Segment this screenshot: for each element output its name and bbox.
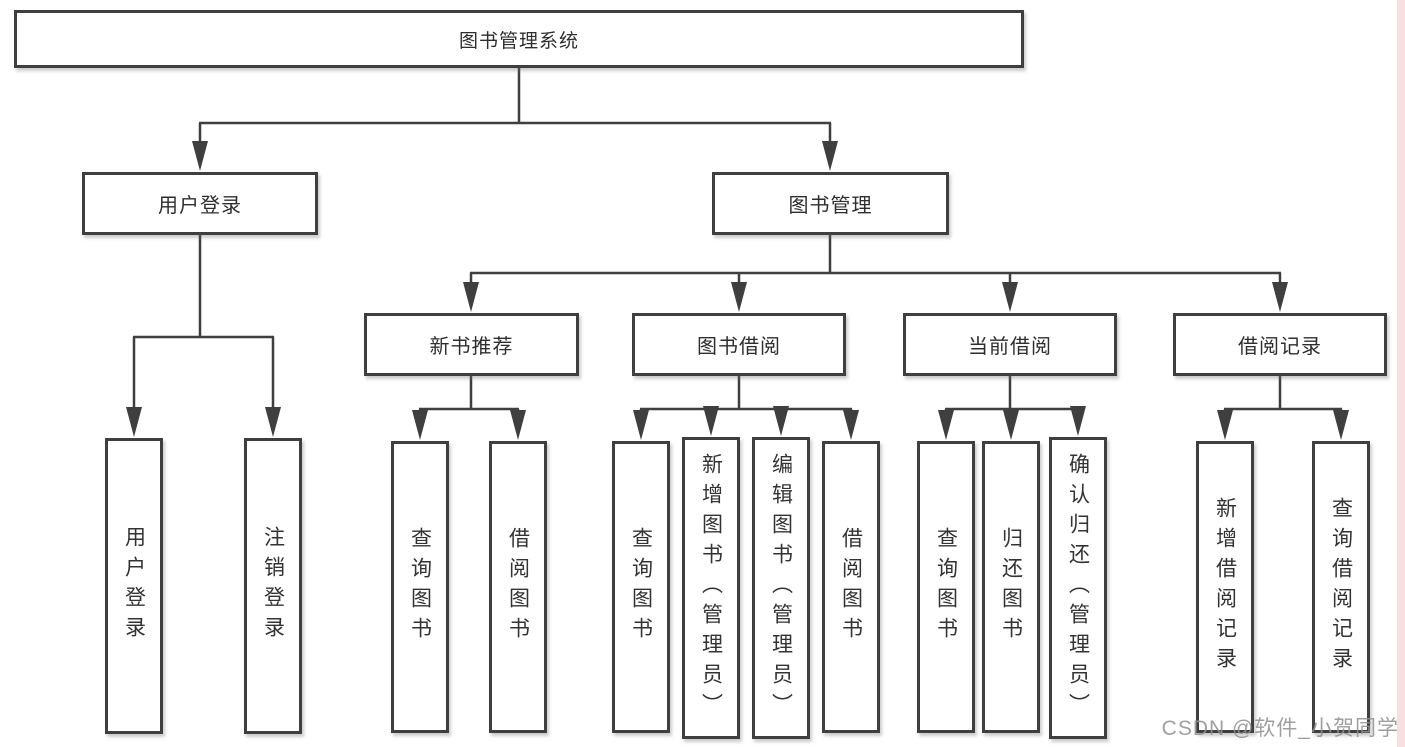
bookborrow-to-leaves-lines bbox=[639, 376, 853, 420]
node-new-book-recommend: 新书推荐 bbox=[364, 313, 579, 376]
node-book-borrow-label: 图书借阅 bbox=[697, 336, 781, 358]
leaf-logout: 注销登录 bbox=[244, 438, 302, 734]
leaf-cb-return-books: 归还图书 bbox=[982, 441, 1040, 733]
leaf-nbr-borrow-books-label: 借阅图书 bbox=[506, 527, 530, 647]
leaf-bb-edit-books-admin: 编辑图书（管理员） bbox=[752, 437, 810, 739]
arrow-new-book-recommend bbox=[463, 282, 479, 312]
arrow-nbr-query bbox=[412, 410, 428, 440]
leaf-br-add-borrow-record-label: 新增借阅记录 bbox=[1213, 497, 1237, 677]
arrow-leaf-user-login bbox=[126, 407, 142, 437]
leaf-nbr-borrow-books: 借阅图书 bbox=[489, 441, 547, 733]
node-new-book-recommend-label: 新书推荐 bbox=[429, 336, 514, 358]
arrow-bb-add bbox=[703, 406, 719, 436]
arrowheads bbox=[126, 141, 1349, 440]
leaf-bb-query-books-label: 查询图书 bbox=[629, 527, 653, 647]
leaf-cb-return-books-label: 归还图书 bbox=[999, 527, 1023, 647]
leaf-bb-add-books-admin-label: 新增图书（管理员） bbox=[699, 453, 723, 723]
arrow-cb-confirm bbox=[1070, 406, 1086, 436]
arrow-nbr-borrow bbox=[510, 410, 526, 440]
node-user-login: 用户登录 bbox=[82, 172, 318, 235]
arrow-user-login bbox=[192, 141, 208, 171]
root-to-level2-lines bbox=[198, 68, 832, 150]
leaf-bb-add-books-admin: 新增图书（管理员） bbox=[682, 437, 740, 739]
node-current-borrow-label: 当前借阅 bbox=[968, 336, 1052, 358]
node-borrow-record-label: 借阅记录 bbox=[1238, 336, 1322, 358]
arrow-bb-borrow bbox=[843, 410, 859, 440]
leaf-logout-label: 注销登录 bbox=[261, 526, 285, 646]
node-user-login-label: 用户登录 bbox=[158, 195, 242, 217]
leaf-bb-edit-books-admin-label: 编辑图书（管理员） bbox=[769, 453, 793, 723]
leaf-user-login-label: 用户登录 bbox=[122, 526, 146, 646]
arrow-bb-edit bbox=[773, 406, 789, 436]
csdn-watermark: CSDN @软件_小贺同学 bbox=[1161, 717, 1399, 740]
arrow-bb-query bbox=[633, 410, 649, 440]
borrowrecord-to-leaves-lines bbox=[1223, 376, 1343, 420]
leaf-cb-confirm-return-admin-label: 确认归还（管理员） bbox=[1066, 453, 1090, 723]
leaf-bb-borrow-books-label: 借阅图书 bbox=[839, 527, 863, 647]
leaf-br-query-borrow-record: 查询借阅记录 bbox=[1312, 441, 1370, 733]
arrow-book-borrow bbox=[731, 282, 747, 312]
leaf-cb-query-books: 查询图书 bbox=[917, 441, 975, 733]
arrow-br-query bbox=[1333, 410, 1349, 440]
bookmgmt-to-level3-lines bbox=[469, 235, 1282, 290]
node-borrow-record: 借阅记录 bbox=[1173, 313, 1387, 376]
arrow-br-add bbox=[1217, 410, 1233, 440]
arrow-leaf-logout bbox=[265, 407, 281, 437]
leaf-cb-query-books-label: 查询图书 bbox=[934, 527, 958, 647]
node-book-management: 图书管理 bbox=[712, 172, 949, 235]
node-book-borrow: 图书借阅 bbox=[632, 313, 846, 376]
node-root: 图书管理系统 bbox=[14, 10, 1024, 68]
arrow-book-management bbox=[822, 141, 838, 171]
leaf-br-add-borrow-record: 新增借阅记录 bbox=[1196, 441, 1254, 733]
arrow-current-borrow bbox=[1002, 282, 1018, 312]
newbook-to-leaves-lines bbox=[418, 376, 520, 420]
arrow-cb-return bbox=[1003, 410, 1019, 440]
leaf-br-query-borrow-record-label: 查询借阅记录 bbox=[1329, 497, 1353, 677]
userlogin-to-leaves-lines bbox=[132, 235, 275, 412]
leaf-nbr-query-books-label: 查询图书 bbox=[408, 527, 432, 647]
leaf-bb-query-books: 查询图书 bbox=[612, 441, 670, 733]
arrow-cb-query bbox=[938, 410, 954, 440]
arrow-borrow-record bbox=[1272, 282, 1288, 312]
node-root-label: 图书管理系统 bbox=[458, 30, 579, 52]
leaf-user-login: 用户登录 bbox=[105, 438, 163, 734]
leaf-nbr-query-books: 查询图书 bbox=[391, 441, 449, 733]
leaf-cb-confirm-return-admin: 确认归还（管理员） bbox=[1049, 437, 1107, 739]
leaf-bb-borrow-books: 借阅图书 bbox=[822, 441, 880, 733]
node-current-borrow: 当前借阅 bbox=[903, 313, 1117, 376]
node-book-management-label: 图书管理 bbox=[788, 195, 873, 217]
right-edge-strip bbox=[1397, 0, 1405, 747]
